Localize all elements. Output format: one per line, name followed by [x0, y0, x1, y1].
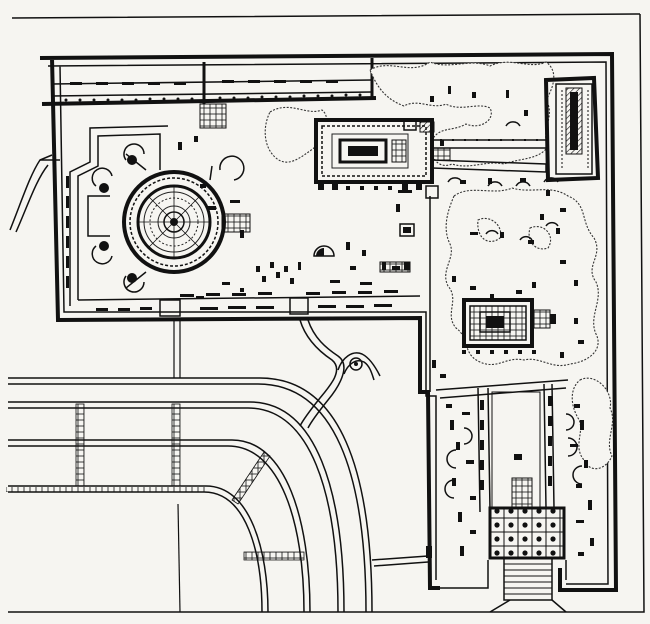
lower-terrace-exedrae — [444, 413, 583, 499]
courtyard-exedra — [313, 245, 335, 257]
courtyard-grid-block — [379, 261, 411, 273]
east-stoa — [543, 75, 601, 183]
north-terrace — [41, 58, 377, 129]
central-temple — [462, 298, 556, 354]
stair-approach — [435, 379, 569, 613]
outer-enclosure-wall — [8, 13, 645, 613]
north-temple — [314, 118, 439, 199]
lower-terrace-fragments — [432, 360, 594, 556]
rotunda — [87, 143, 251, 293]
rotunda-courtyard — [66, 125, 421, 317]
oval-circus-track — [6, 320, 373, 613]
winding-path — [299, 319, 432, 567]
wooded-grove — [264, 61, 614, 470]
